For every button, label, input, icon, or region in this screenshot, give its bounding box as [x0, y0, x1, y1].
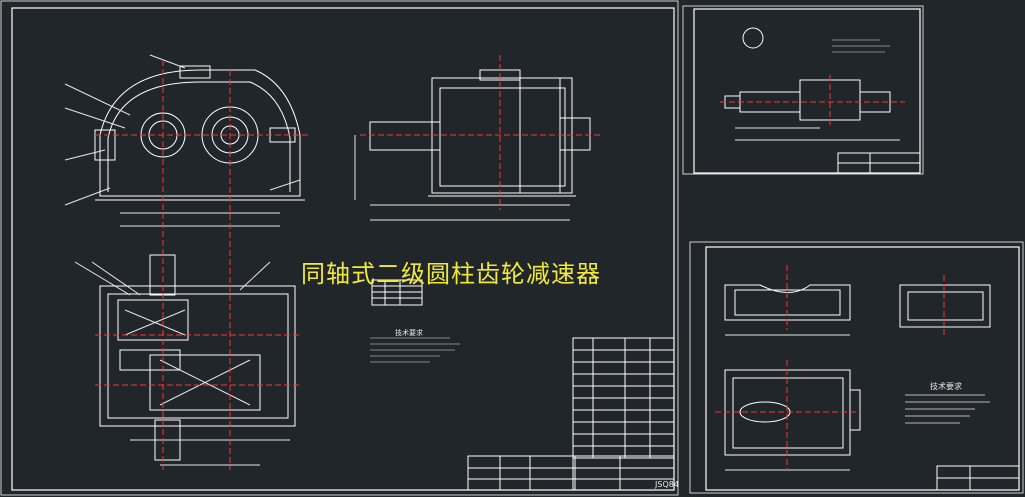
title-block [467, 337, 675, 491]
housing-sheet [689, 241, 1024, 494]
drawing-title: 同轴式二级圆柱齿轮减速器 [301, 260, 601, 288]
title-block-code: JSQ84 [655, 480, 679, 489]
top-view [74, 254, 296, 466]
main-sheet-border [0, 0, 679, 496]
parts-table [371, 279, 423, 306]
notes-heading: 技术要求 [395, 329, 423, 337]
shaft-sheet [682, 5, 924, 175]
side-view [354, 69, 591, 221]
front-view [64, 54, 305, 227]
technical-notes [370, 337, 460, 363]
centerlines [95, 55, 945, 470]
housing-notes-heading: 技术要求 [930, 382, 962, 391]
